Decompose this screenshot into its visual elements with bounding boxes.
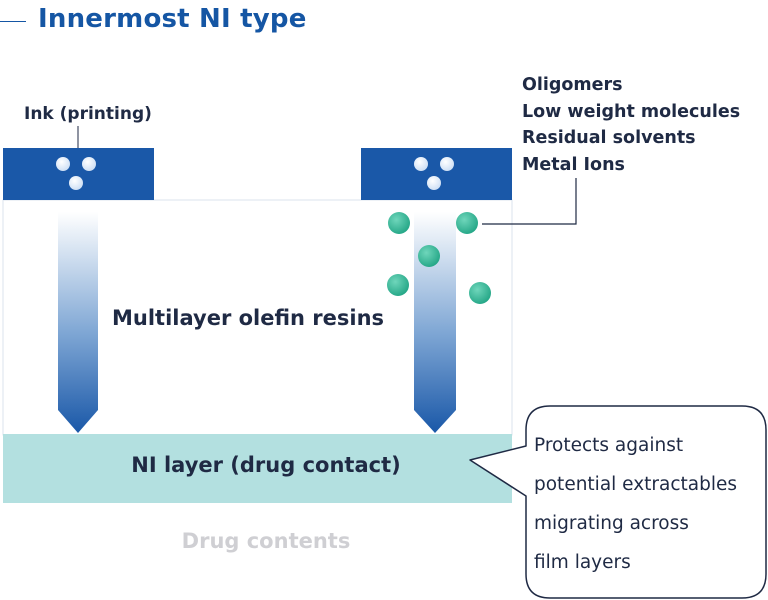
ink-dot: [82, 157, 96, 171]
drug-contents-label: Drug contents: [181, 529, 351, 553]
ni-layer-label: NI layer (drug contact): [131, 453, 401, 477]
migration-arrow-left: [58, 212, 98, 433]
title-rule: [0, 21, 26, 22]
callout-text: Protects against potential extractables …: [534, 426, 737, 582]
contaminant-particle: [388, 212, 410, 234]
callout-bubble: [469, 405, 767, 599]
resin-label: Multilayer olefin resins: [112, 306, 385, 330]
contaminant-item: Low weight molecules: [522, 101, 741, 122]
contaminant-particle: [418, 245, 440, 267]
ink-dot: [56, 157, 70, 171]
migration-arrow-right: [414, 212, 456, 433]
ink-dot: [440, 157, 454, 171]
contaminant-item: Metal Ions: [522, 154, 625, 175]
contaminant-particle: [469, 282, 491, 304]
callout-line: migrating across: [534, 513, 689, 534]
contaminant-item: Oligomers: [522, 75, 623, 95]
callout-line: film layers: [534, 552, 631, 573]
callout-line: potential extractables: [534, 474, 738, 495]
ink-dot: [427, 176, 441, 190]
ink-block-left: [3, 148, 154, 200]
ink-block-right: [361, 148, 512, 200]
contaminant-particle: [387, 274, 409, 296]
ink-dot: [69, 176, 83, 190]
ink-dot: [414, 157, 428, 171]
callout-line: Protects against: [534, 435, 684, 456]
contaminant-item: Residual solvents: [522, 128, 696, 148]
ink-label: Ink (printing): [24, 104, 152, 124]
contaminant-list: Oligomers Low weight molecules Residual …: [522, 72, 740, 178]
contaminant-particle: [456, 212, 478, 234]
page-title: Innermost NI type: [38, 4, 307, 34]
contaminant-leader-line: [482, 178, 577, 225]
ni-layer: [3, 434, 512, 503]
